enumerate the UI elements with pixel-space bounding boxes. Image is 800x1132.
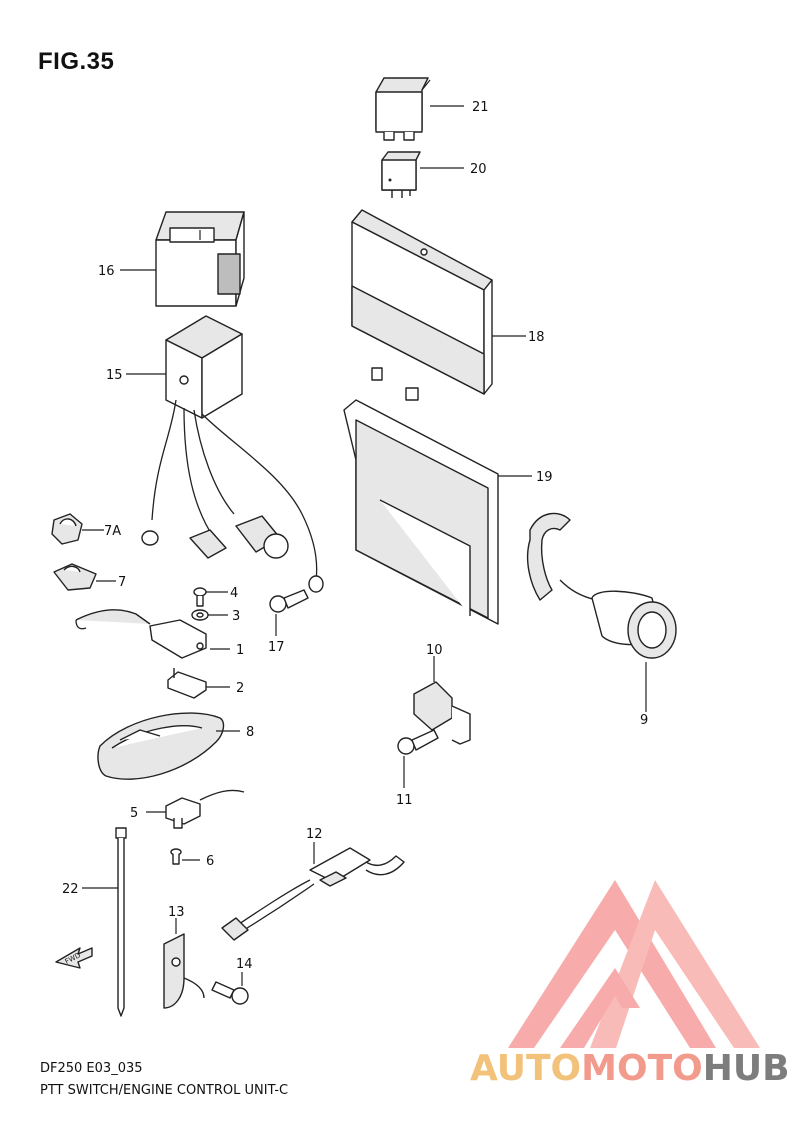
part-20-relay xyxy=(381,151,421,198)
callout-10: 10 xyxy=(426,643,443,658)
callout-6: 6 xyxy=(206,854,214,869)
part-18-ecu xyxy=(351,209,493,401)
callout-13: 13 xyxy=(168,905,185,920)
part-21-relay xyxy=(375,77,431,141)
part-7-clip xyxy=(53,563,97,591)
part-16-cover xyxy=(155,211,245,307)
figure-title: FIG.35 xyxy=(38,48,115,75)
callout-15: 15 xyxy=(106,368,123,383)
watermark-part-moto: MOTO xyxy=(581,1048,703,1089)
part-12-harness xyxy=(221,847,405,941)
callout-11: 11 xyxy=(396,793,413,808)
part-4-screw xyxy=(193,587,207,607)
callout-2: 2 xyxy=(236,681,244,696)
watermark-text: AUTOMOTOHUB xyxy=(470,1048,790,1089)
callout-3: 3 xyxy=(232,609,240,624)
watermark-part-hub: HUB xyxy=(702,1048,790,1089)
part-13-bracket xyxy=(163,933,205,1009)
diagram-caption: PTT SWITCH/ENGINE CONTROL UNIT-C xyxy=(40,1083,289,1098)
callout-19: 19 xyxy=(536,470,553,485)
callout-21: 21 xyxy=(472,100,489,115)
callout-22: 22 xyxy=(62,882,79,897)
part-3-washer xyxy=(191,609,209,621)
part-15-module xyxy=(141,315,324,593)
part-22-cable-tie xyxy=(115,827,127,1017)
callout-8: 8 xyxy=(246,725,254,740)
part-19-cover xyxy=(343,399,499,625)
part-5-sensor xyxy=(165,789,245,829)
part-7a-clip xyxy=(51,513,83,545)
callout-16: 16 xyxy=(98,264,115,279)
callout-14: 14 xyxy=(236,957,253,972)
part-10-clamp xyxy=(413,681,471,745)
callout-1: 1 xyxy=(236,643,244,658)
callout-9: 9 xyxy=(640,713,648,728)
callout-18: 18 xyxy=(528,330,545,345)
callout-7: 7 xyxy=(118,575,126,590)
watermark-logo xyxy=(508,880,760,1048)
fwd-arrow-icon xyxy=(55,947,93,969)
diagram-code: DF250 E03_035 xyxy=(40,1061,143,1076)
callout-5: 5 xyxy=(130,806,138,821)
part-2-bracket xyxy=(167,668,207,699)
callout-20: 20 xyxy=(470,162,487,177)
part-14-bolt xyxy=(211,981,249,1005)
watermark-part-auto: AUTO xyxy=(470,1048,582,1089)
callout-4: 4 xyxy=(230,586,238,601)
part-1-switch xyxy=(75,609,207,659)
part-6-screw xyxy=(170,848,182,865)
callout-7a: 7A xyxy=(104,524,121,539)
callout-17: 17 xyxy=(268,640,285,655)
part-11-bolt xyxy=(397,729,439,755)
callout-12: 12 xyxy=(306,827,323,842)
part-8-housing xyxy=(97,712,225,780)
part-9-connector xyxy=(526,512,677,659)
part-17-bolt xyxy=(269,589,309,613)
